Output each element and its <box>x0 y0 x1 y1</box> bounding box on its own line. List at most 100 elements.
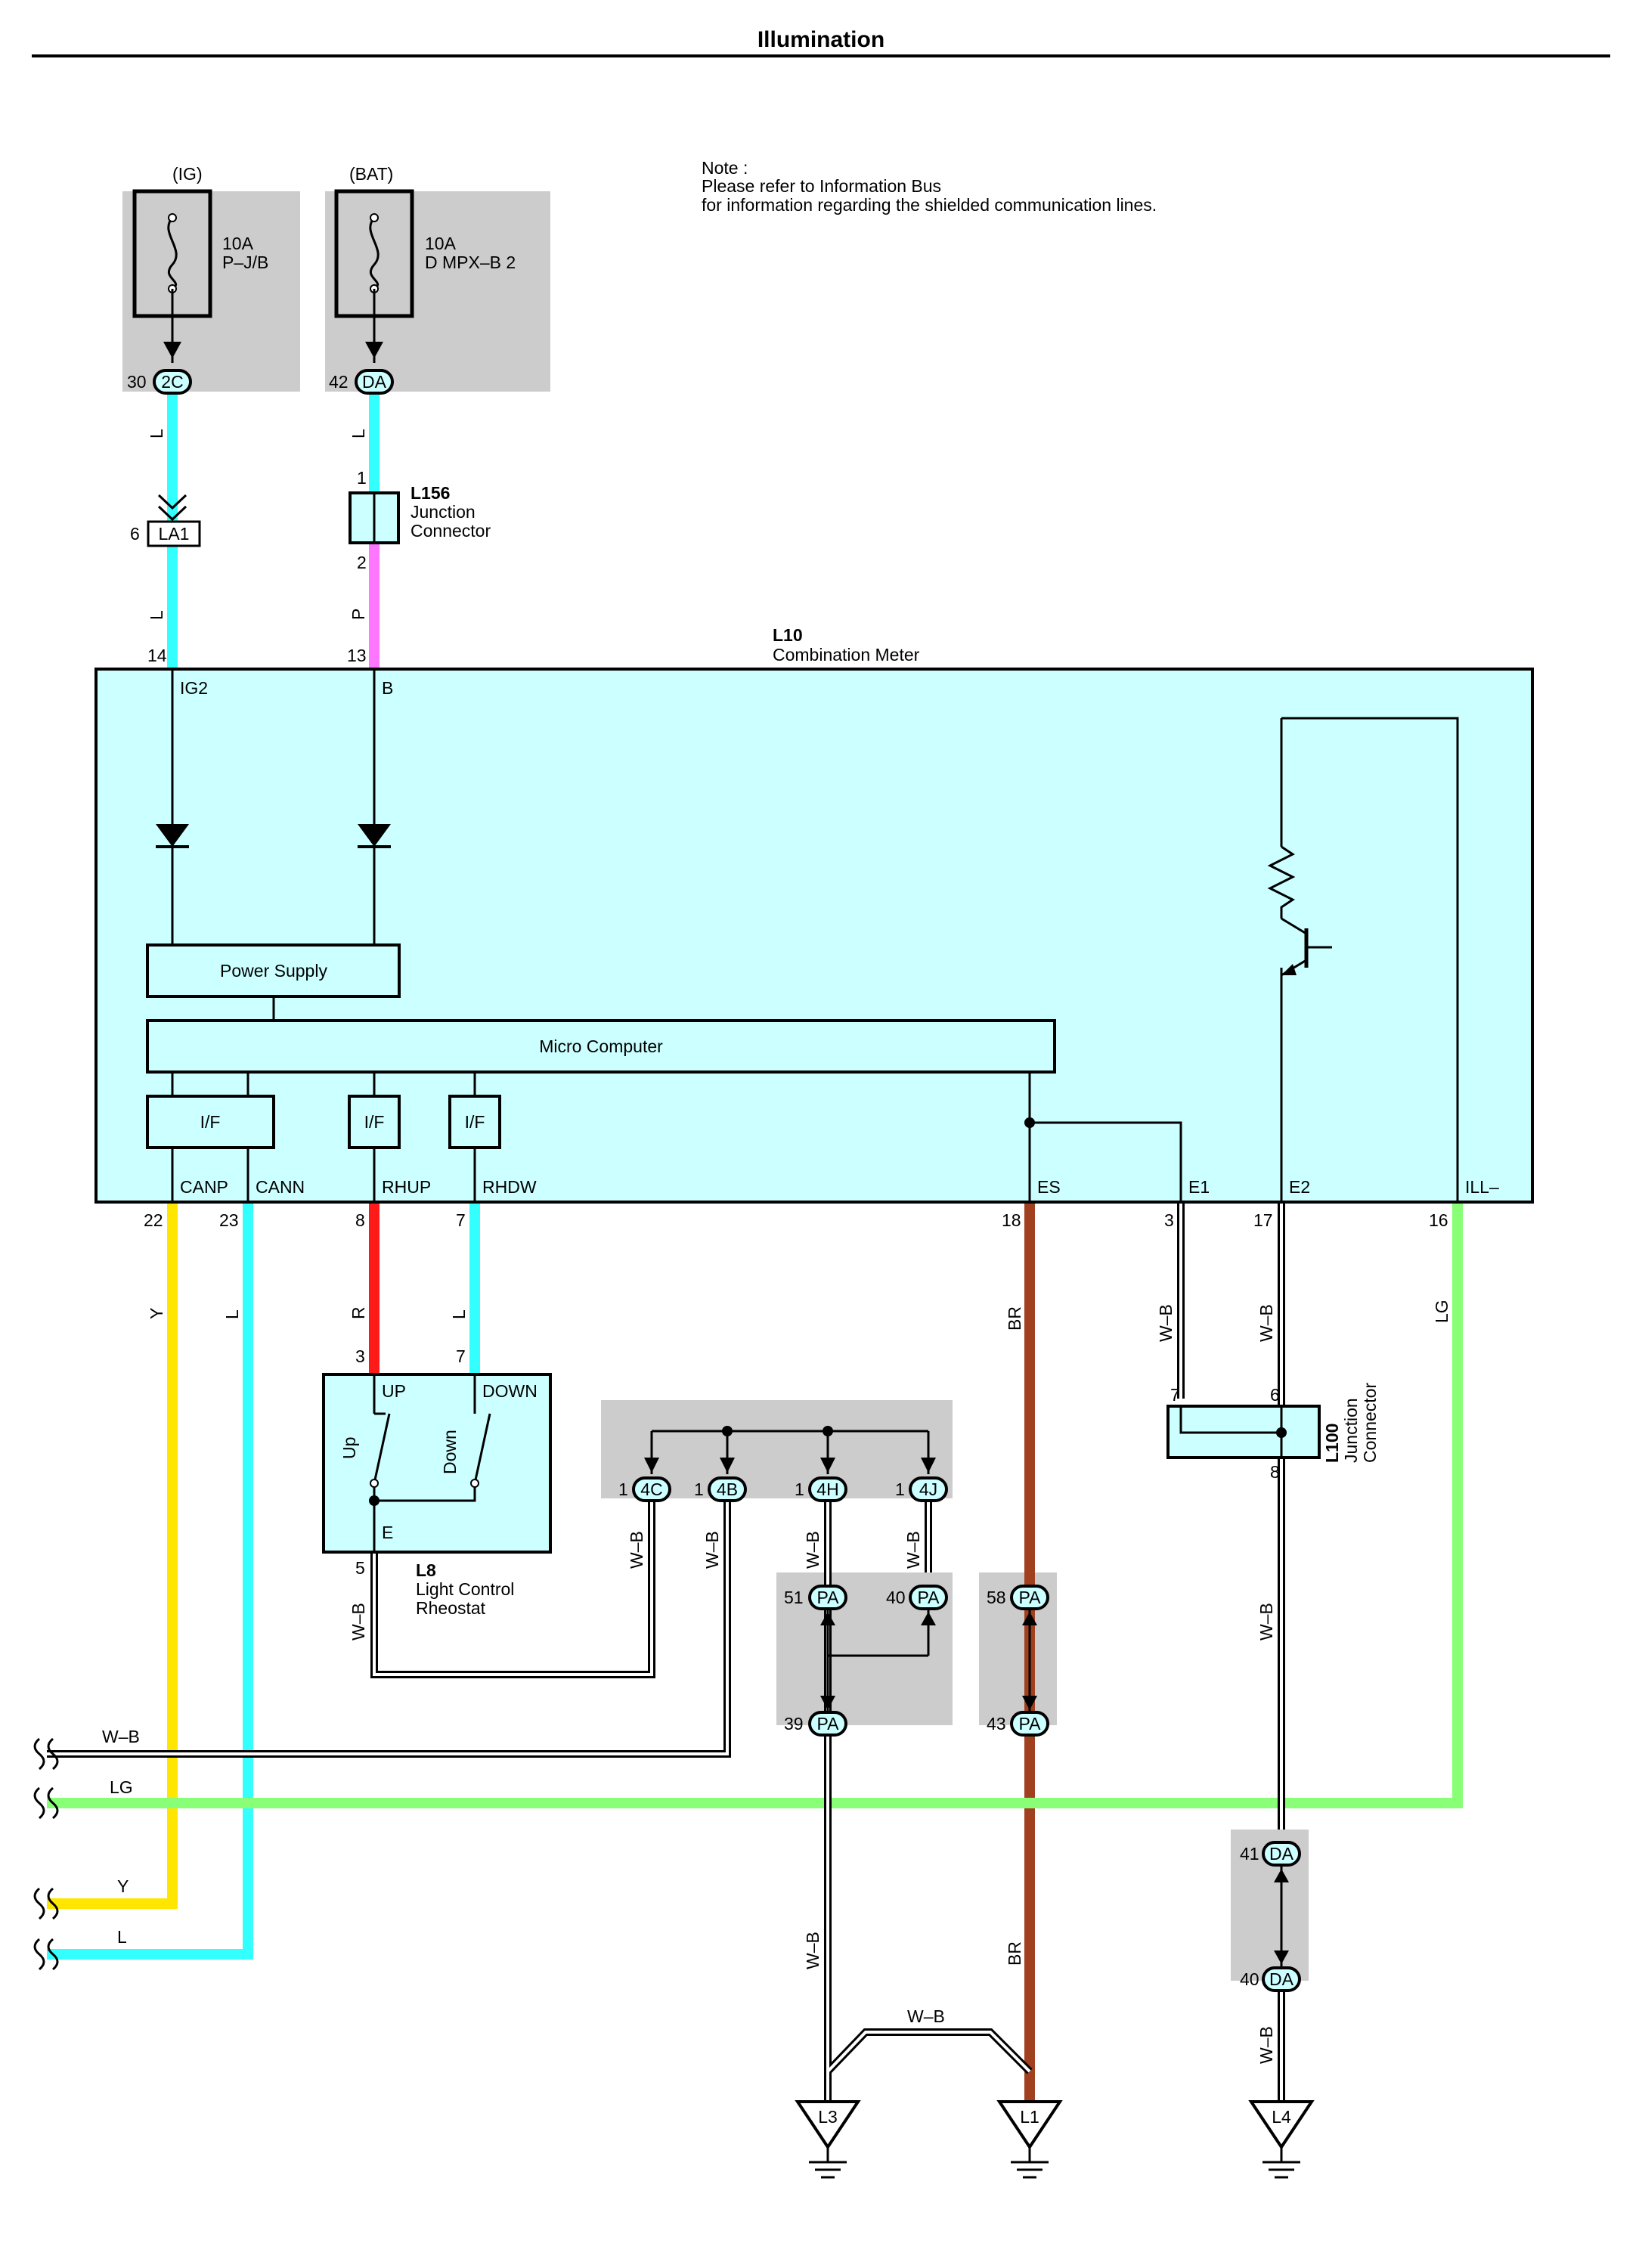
junction-label: Connector <box>410 521 491 541</box>
pin-number: 1 <box>618 1479 628 1499</box>
pin-number: 8 <box>1270 1462 1280 1482</box>
rheostat-terminal: E <box>382 1523 393 1542</box>
pin-number: 16 <box>1429 1210 1448 1230</box>
pin-number: 7 <box>1170 1385 1180 1405</box>
note-line: for information regarding the shielded c… <box>702 195 1157 215</box>
fuse-element-icon <box>369 216 380 290</box>
connector-name: LA1 <box>159 524 190 544</box>
arrow-down-icon <box>163 342 181 358</box>
pin-label: RHDW <box>482 1177 537 1197</box>
pin-number: 17 <box>1253 1210 1273 1230</box>
wire-label: L <box>222 1309 242 1319</box>
connector-name: DA <box>1269 1844 1294 1864</box>
combination-meter <box>94 668 1534 1204</box>
micro-computer <box>146 1019 1056 1074</box>
power-supply <box>146 943 401 998</box>
pin-number: 18 <box>1002 1210 1021 1230</box>
wire-label: L <box>117 1927 127 1947</box>
wire-label: W–B <box>907 2006 945 2026</box>
wire-label: R <box>349 1306 368 1319</box>
pin-label: B <box>382 678 393 698</box>
pin-number: 13 <box>347 646 367 665</box>
ground-icon <box>795 2100 861 2150</box>
pin-number: 30 <box>127 372 147 392</box>
connector-name: 2C <box>161 372 183 392</box>
connector-name: 4J <box>919 1479 937 1499</box>
connector-name: PA <box>817 1588 840 1607</box>
pin-label: RHUP <box>382 1177 431 1197</box>
junction-id: L100 <box>1322 1424 1342 1463</box>
connector-da <box>355 369 394 395</box>
pin-number: 1 <box>895 1479 905 1499</box>
wire-label: W–B <box>102 1727 140 1746</box>
pin-label: IG2 <box>180 678 208 698</box>
note-line: Please refer to Information Bus <box>702 176 941 196</box>
connector-la1 <box>147 520 201 547</box>
pin-number: 1 <box>357 468 367 488</box>
connector-4c <box>632 1476 671 1502</box>
wire-label: L <box>147 429 166 438</box>
wire-label: LG <box>110 1777 133 1797</box>
pin-number: 40 <box>1240 1969 1259 1989</box>
connector-name: 4C <box>640 1479 662 1499</box>
rheostat-label: Light Control <box>416 1579 514 1599</box>
fuse-box-bat <box>325 191 550 392</box>
rheostat-id: L8 <box>416 1560 436 1580</box>
connector-name: PA <box>1019 1714 1042 1734</box>
switch-down-icon <box>473 1413 491 1484</box>
switch-label: Down <box>440 1430 460 1474</box>
pin-label: ES <box>1037 1177 1061 1197</box>
pin-number: 1 <box>795 1479 804 1499</box>
ground-label: L4 <box>1272 2107 1291 2127</box>
wire-y <box>47 1202 178 1909</box>
fuse-element-icon <box>167 216 178 290</box>
rheostat-label: Rheostat <box>416 1598 486 1618</box>
wire-label: W–B <box>702 1531 722 1569</box>
wire-label: W–B <box>1256 1304 1276 1342</box>
fuse-rating: 10A <box>222 234 254 253</box>
fuse-source: (IG) <box>172 164 203 184</box>
power-supply-label: Power Supply <box>220 961 327 981</box>
diode-icon <box>156 824 189 847</box>
connector-name: PA <box>1019 1588 1042 1607</box>
pin-label: ILL– <box>1465 1177 1499 1197</box>
ground-label: L3 <box>818 2107 838 2127</box>
pin-number: 3 <box>355 1346 365 1366</box>
mating-arrow-icon <box>820 1612 1037 1710</box>
ground-icon <box>996 2100 1063 2150</box>
wire-label: L <box>349 429 368 438</box>
rheostat-terminal: UP <box>382 1381 406 1401</box>
interface-label: I/F <box>200 1112 221 1132</box>
interface-label: I/F <box>364 1112 385 1132</box>
pin-number: 8 <box>355 1210 365 1230</box>
wire-label: LG <box>1432 1300 1451 1323</box>
wire-lg <box>47 1202 1463 1808</box>
pin-number: 41 <box>1240 1844 1259 1864</box>
pin-number: 22 <box>144 1210 163 1230</box>
interface-label: I/F <box>465 1112 485 1132</box>
junction-label: Junction <box>1341 1398 1361 1463</box>
pin-number: 3 <box>1164 1210 1174 1230</box>
micro-computer-label: Micro Computer <box>539 1036 663 1056</box>
pin-number: 39 <box>784 1714 804 1734</box>
junction-id: L156 <box>410 483 450 503</box>
wire-label: P <box>349 609 368 620</box>
connector-name: DA <box>1269 1969 1294 1989</box>
interface-rhdw <box>448 1095 501 1149</box>
connector-name: PA <box>817 1714 840 1734</box>
wire-label: Y <box>147 1308 166 1319</box>
connector-4h <box>808 1476 847 1502</box>
connector-name: PA <box>918 1588 940 1607</box>
connector-arrow-icon <box>157 494 187 510</box>
diode-icon <box>358 824 391 847</box>
pin-number: 43 <box>987 1714 1006 1734</box>
meter-id: L10 <box>773 625 803 645</box>
pin-number: 1 <box>694 1479 704 1499</box>
wire-label: L <box>449 1309 469 1319</box>
pin-label: CANP <box>180 1177 228 1197</box>
connector-name: 4B <box>717 1479 738 1499</box>
wire-label: W–B <box>627 1531 646 1569</box>
pin-number: 6 <box>130 524 140 544</box>
pin-number: 7 <box>456 1346 466 1366</box>
